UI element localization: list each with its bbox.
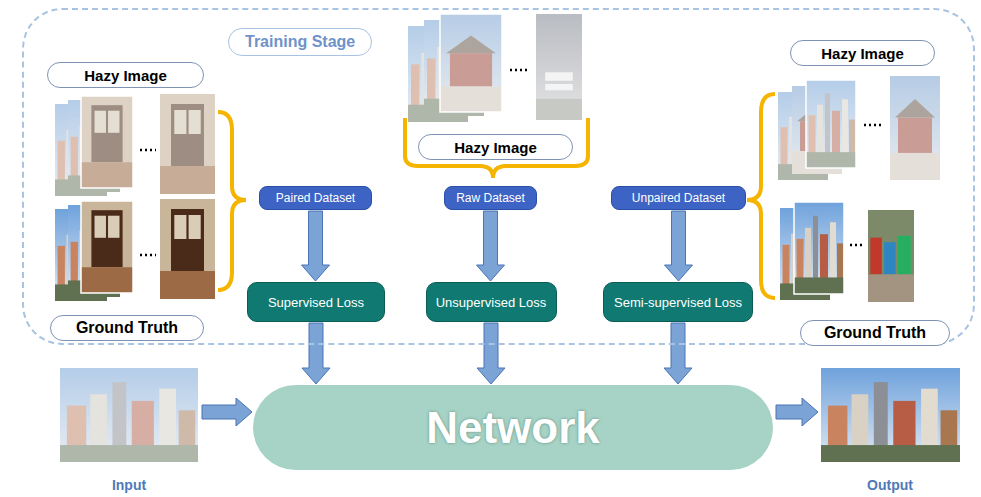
input-image [60, 368, 198, 462]
node-label: Hazy Image [454, 139, 537, 156]
loss-box: Supervised Loss [247, 282, 385, 322]
flow-arrow [302, 211, 330, 281]
node-label: Paired Dataset [276, 191, 355, 205]
dataset-box: Unpaired Dataset [611, 186, 746, 210]
loss-box: Semi-supervised Loss [603, 282, 753, 322]
raw-image-stack [408, 14, 582, 122]
node-label: Network [426, 403, 600, 453]
caption-pill: Ground Truth [50, 315, 204, 341]
output-arrow [776, 398, 818, 426]
caption-pill: Hazy Image [418, 134, 573, 160]
training-region: Training StageHazy ImageHazy ImageHazy I… [22, 8, 975, 345]
caption-pill: Hazy Image [47, 62, 204, 88]
flow-arrow [302, 323, 330, 384]
node-label: Unsupervised Loss [436, 295, 547, 310]
loss-box: Unsupervised Loss [426, 282, 557, 322]
flow-arrow [664, 323, 692, 384]
node-label: Ground Truth [76, 319, 178, 337]
node-label: Semi-supervised Loss [614, 295, 742, 310]
caption-pill: Ground Truth [800, 320, 950, 346]
stage-title: Training Stage [228, 28, 372, 56]
node-label: Raw Dataset [456, 191, 525, 205]
dataset-box: Raw Dataset [444, 186, 537, 210]
image-caption: Input [112, 477, 146, 493]
flow-arrow [477, 323, 505, 384]
image-caption: Output [867, 477, 913, 493]
flow-arrow [477, 211, 505, 281]
flow-arrow [665, 211, 693, 281]
node-label: Hazy Image [84, 67, 167, 84]
hazy-image-stack [778, 76, 940, 180]
network-box: Network [253, 385, 773, 470]
node-label: Ground Truth [824, 324, 926, 342]
output-image [821, 368, 960, 462]
node-label: Unpaired Dataset [632, 191, 725, 205]
bracket [405, 118, 588, 178]
hazy-image-stack [55, 94, 215, 196]
input-arrow [202, 398, 252, 426]
node-label: Supervised Loss [268, 295, 364, 310]
dataset-box: Paired Dataset [259, 186, 372, 210]
bracket [218, 112, 246, 290]
bracket [747, 94, 775, 298]
node-label: Hazy Image [821, 45, 904, 62]
ground-truth-image-stack [55, 199, 215, 301]
caption-pill: Hazy Image [790, 40, 935, 66]
ground-truth-image-stack [780, 202, 914, 302]
